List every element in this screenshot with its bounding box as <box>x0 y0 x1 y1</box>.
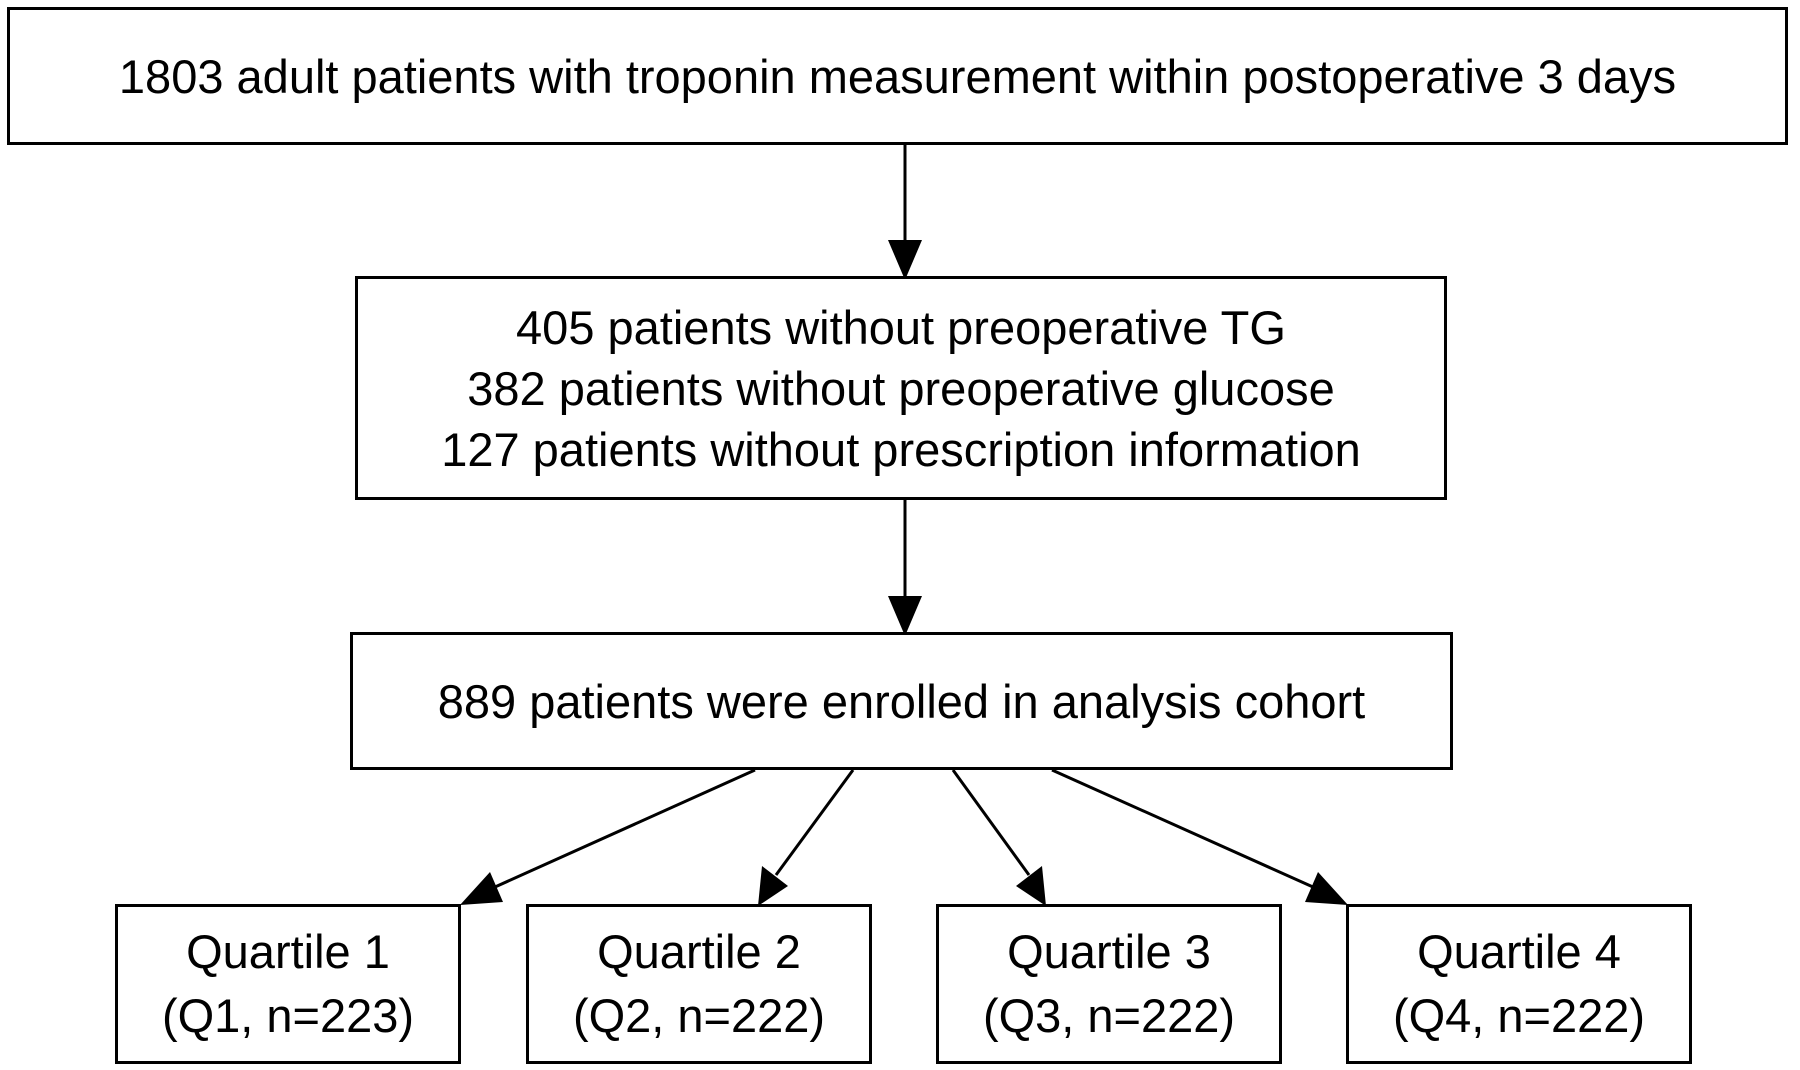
analysis-cohort-text: 889 patients were enrolled in analysis c… <box>437 674 1366 728</box>
exclusion-line-prescription: 127 patients without prescription inform… <box>441 422 1361 476</box>
quartile-2-box: Quartile 2 (Q2, n=222) <box>526 904 872 1064</box>
exclusion-line-tg: 405 patients without preoperative TG <box>516 300 1286 354</box>
quartile-2-title: Quartile 2 <box>597 925 801 978</box>
quartile-2-detail: (Q2, n=222) <box>572 989 826 1042</box>
cohort-screening-text: 1803 adult patients with troponin measur… <box>118 49 1677 103</box>
quartile-1-detail: (Q1, n=223) <box>161 989 415 1042</box>
arrowhead-exclusions-to-enrolled <box>888 596 922 636</box>
arrow-enrolled-to-q4 <box>1051 768 1314 889</box>
quartile-4-title: Quartile 4 <box>1417 925 1621 978</box>
cohort-screening-box: 1803 adult patients with troponin measur… <box>7 7 1788 145</box>
arrowhead-enrolled-to-q4 <box>1305 872 1348 905</box>
exclusion-criteria-box: 405 patients without preoperative TG 382… <box>355 276 1447 500</box>
quartile-4-box: Quartile 4 (Q4, n=222) <box>1346 904 1692 1064</box>
arrow-enrolled-to-q2 <box>774 769 855 876</box>
arrowhead-enrolled-to-q2 <box>758 866 788 906</box>
analysis-cohort-box: 889 patients were enrolled in analysis c… <box>350 632 1453 770</box>
quartile-3-title: Quartile 3 <box>1007 925 1211 978</box>
quartile-1-title: Quartile 1 <box>186 925 390 978</box>
quartile-3-box: Quartile 3 (Q3, n=222) <box>936 904 1282 1064</box>
quartile-1-box: Quartile 1 (Q1, n=223) <box>115 904 461 1064</box>
quartile-3-detail: (Q3, n=222) <box>982 989 1236 1042</box>
arrowhead-enrolled-to-q3 <box>1016 866 1046 906</box>
arrow-enrolled-to-q3 <box>951 769 1031 876</box>
arrowhead-top-to-exclusions <box>888 240 922 280</box>
arrow-enrolled-to-q1 <box>494 768 756 889</box>
quartile-4-detail: (Q4, n=222) <box>1392 989 1646 1042</box>
exclusion-line-glucose: 382 patients without preoperative glucos… <box>467 361 1335 415</box>
arrowhead-enrolled-to-q1 <box>460 872 503 905</box>
